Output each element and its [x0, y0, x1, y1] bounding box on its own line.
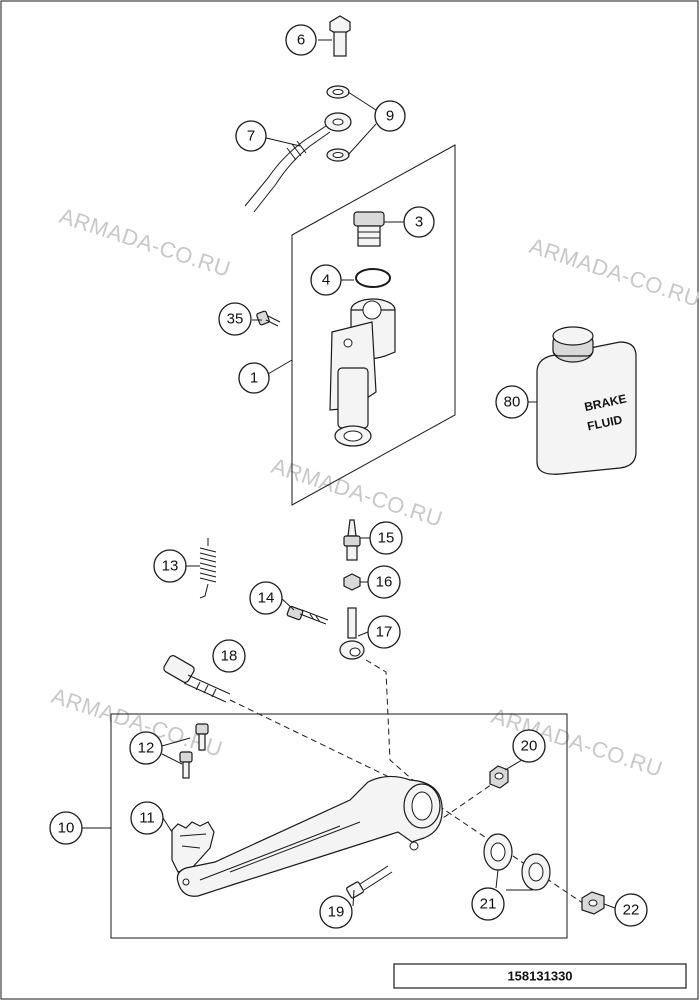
- pedal-tip-part: [171, 821, 215, 873]
- stop-bolt-part: [346, 865, 393, 899]
- svg-text:19: 19: [328, 904, 345, 921]
- callout-3: 3: [403, 206, 435, 238]
- watermark-1: ARMADA-CO.RU: [56, 203, 233, 282]
- callout-10: 10: [49, 811, 83, 845]
- svg-text:6: 6: [297, 32, 305, 49]
- assembly-line-nut: [439, 779, 499, 821]
- svg-text:13: 13: [162, 558, 179, 575]
- svg-text:80: 80: [504, 394, 521, 411]
- brake-fluid-can: BRAKE FLUID: [536, 326, 637, 475]
- flange-nut-part: [581, 891, 605, 915]
- svg-text:1: 1: [250, 370, 258, 387]
- svg-text:17: 17: [376, 624, 393, 641]
- pivot-bolt-part: [286, 605, 329, 625]
- svg-text:4: 4: [322, 272, 330, 289]
- footrest-bolts-part: [179, 723, 209, 779]
- svg-text:3: 3: [415, 214, 423, 231]
- return-spring-part: [199, 538, 217, 599]
- svg-text:21: 21: [480, 896, 497, 913]
- pushrod-part: [343, 519, 361, 561]
- reservoir-cap-part: [353, 211, 385, 247]
- callout-21: 21: [471, 887, 505, 921]
- callout-35: 35: [218, 302, 252, 336]
- callout-20: 20: [512, 729, 546, 763]
- brake-pedal-part: [176, 775, 443, 897]
- svg-text:16: 16: [376, 574, 393, 591]
- callout-19: 19: [319, 895, 353, 929]
- callout-7: 7: [235, 120, 267, 152]
- assembly-line-axle: [429, 799, 591, 909]
- brake-line-part: [244, 112, 352, 213]
- callout-80: 80: [495, 385, 529, 419]
- callout-22: 22: [614, 893, 648, 927]
- callout-14: 14: [249, 581, 283, 615]
- drawing-number-box: 158131330: [393, 963, 687, 989]
- callout-6: 6: [285, 24, 317, 56]
- clevis-eye-part: [339, 607, 365, 660]
- callout-18: 18: [212, 639, 246, 673]
- callout-9: 9: [374, 100, 406, 132]
- watermark-3: ARMADA-CO.RU: [268, 453, 445, 532]
- callout-1: 1: [238, 362, 270, 394]
- svg-text:14: 14: [258, 590, 275, 607]
- bearing-part-lower: [521, 853, 551, 891]
- brake-pedal-group-frame: [110, 713, 568, 939]
- callout-17: 17: [367, 615, 401, 649]
- callout-11: 11: [130, 801, 164, 835]
- callout-15: 15: [369, 521, 403, 555]
- svg-text:7: 7: [247, 128, 255, 145]
- svg-text:9: 9: [386, 108, 394, 125]
- banjo-bolt-part: [329, 15, 351, 57]
- svg-text:22: 22: [623, 902, 640, 919]
- svg-text:15: 15: [378, 530, 395, 547]
- callout-16: 16: [367, 565, 401, 599]
- svg-text:18: 18: [221, 648, 238, 665]
- leader-lines: [80, 39, 616, 909]
- svg-text:20: 20: [521, 738, 538, 755]
- callout-12: 12: [129, 731, 163, 765]
- screw-part: [256, 310, 281, 327]
- svg-text:10: 10: [58, 820, 75, 837]
- o-ring-part: [355, 268, 391, 288]
- pedal-nut-part: [489, 765, 509, 789]
- pedal-bolt-part: [163, 655, 231, 703]
- master-cylinder-part: [329, 298, 396, 447]
- assembly-line-rod: [365, 659, 431, 796]
- callout-4: 4: [310, 264, 342, 296]
- drawing-number: 158131330: [507, 969, 572, 984]
- master-cylinder-group-frame: [291, 144, 456, 506]
- bearing-part-upper: [483, 833, 513, 871]
- svg-text:35: 35: [227, 311, 244, 328]
- watermark-2: ARMADA-CO.RU: [526, 233, 699, 312]
- lock-nut-part: [343, 573, 361, 591]
- svg-text:12: 12: [138, 740, 155, 757]
- svg-text:11: 11: [139, 810, 155, 827]
- callout-13: 13: [153, 549, 187, 583]
